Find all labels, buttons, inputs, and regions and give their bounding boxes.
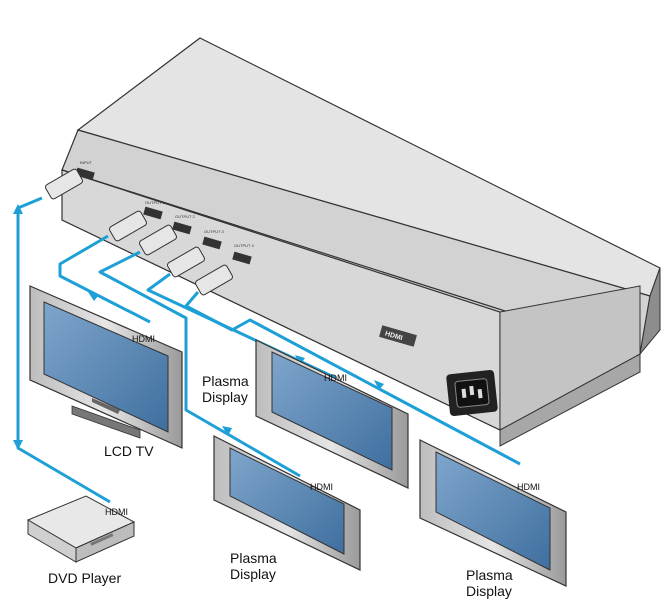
lcd-tv-label: LCD TV xyxy=(104,443,154,459)
arrow-icon xyxy=(13,204,23,214)
hdmi-plug-output-1 xyxy=(109,210,147,242)
arrow-icon xyxy=(222,426,232,436)
plasma-middle-label-line1: Plasma xyxy=(202,373,249,389)
input-port: INPUT xyxy=(75,160,95,181)
plasma-display-bottom xyxy=(213,435,361,571)
plasma-right-label-line1: Plasma xyxy=(466,567,513,583)
arrow-icon xyxy=(374,380,384,390)
output-port-2: OUTPUT 2 xyxy=(172,214,195,235)
plasma-bottom-label-line1: Plasma xyxy=(230,550,277,566)
output-port-1: OUTPUT 1 xyxy=(143,200,165,220)
output-port-3: OUTPUT 3 xyxy=(202,229,224,250)
hdmi-logo: HDMI xyxy=(379,325,417,347)
hdmi-label-plasma-bottom: HDMI xyxy=(310,482,333,492)
svg-text:HDMI: HDMI xyxy=(384,330,403,342)
cable-output1-to-lcd xyxy=(58,234,151,324)
plasma-right-label-line2: Display xyxy=(466,583,512,599)
cable-dvd-to-input xyxy=(16,196,111,504)
output-port-4: OUTPUT 4 xyxy=(232,243,254,265)
arrow-icon xyxy=(295,355,305,365)
hdmi-plug-input xyxy=(45,168,83,200)
hdmi-label-plasma-middle: HDMI xyxy=(324,373,347,383)
plasma-display-right xyxy=(419,439,567,587)
arrow-icon xyxy=(13,440,23,450)
svg-text:OUTPUT 2: OUTPUT 2 xyxy=(175,214,195,219)
hdmi-label-plasma-right: HDMI xyxy=(517,482,540,492)
plasma-middle-label-line2: Display xyxy=(202,389,248,405)
svg-text:OUTPUT 4: OUTPUT 4 xyxy=(234,243,254,248)
lcd-tv xyxy=(29,285,183,449)
arrow-icon xyxy=(88,292,99,301)
hdmi-label-dvd: HDMI xyxy=(105,507,128,517)
svg-text:OUTPUT 3: OUTPUT 3 xyxy=(204,229,224,234)
cable-output4-to-plasma-right xyxy=(184,291,521,466)
svg-text:OUTPUT 1: OUTPUT 1 xyxy=(145,200,165,205)
hdmi-plug-output-4 xyxy=(195,264,233,296)
hdmi-plug-output-3 xyxy=(167,246,205,278)
hdmi-label-lcd: HDMI xyxy=(132,334,155,344)
dvd-player-label: DVD Player xyxy=(48,570,121,586)
plasma-display-middle xyxy=(255,339,409,489)
cable-output2-to-plasma-bottom xyxy=(98,250,301,478)
dvd-player xyxy=(26,495,136,563)
hdmi-plug-output-2 xyxy=(139,224,177,256)
svg-text:INPUT: INPUT xyxy=(80,160,93,165)
plasma-bottom-label-line2: Display xyxy=(230,566,276,582)
power-socket-icon xyxy=(446,370,498,416)
